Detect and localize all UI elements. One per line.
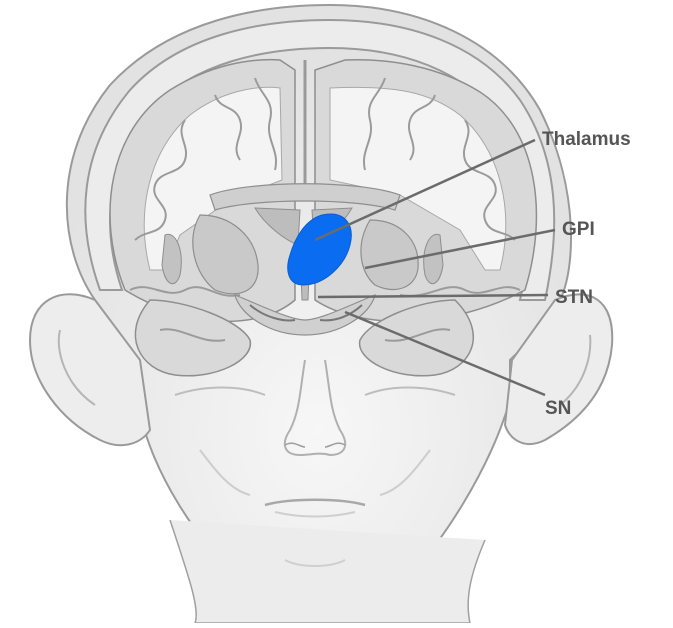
stn-label: STN <box>555 287 593 308</box>
gpi-label: GPI <box>562 219 595 240</box>
sn-label: SN <box>545 398 571 419</box>
thalamus-label: Thalamus <box>542 129 631 150</box>
